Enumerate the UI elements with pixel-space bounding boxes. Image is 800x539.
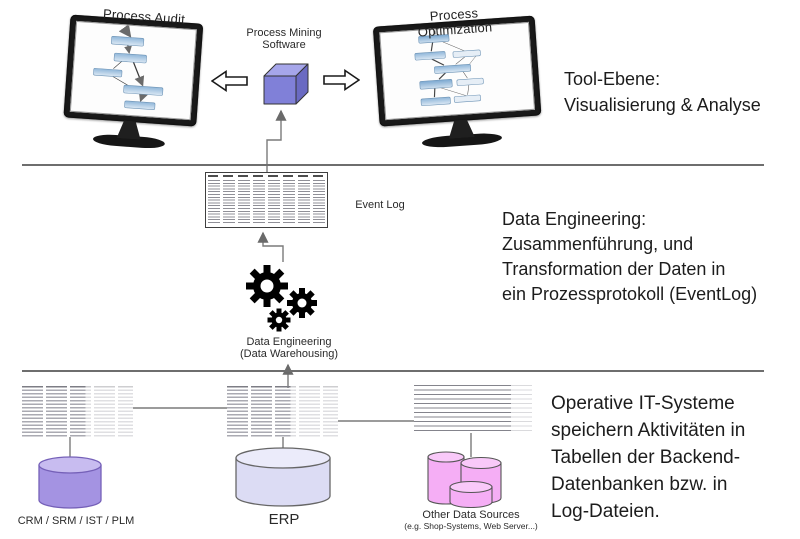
cube-label: Process Mining Software bbox=[246, 27, 322, 51]
erp-label: ERP bbox=[268, 511, 300, 528]
event-log-table-header bbox=[208, 174, 325, 178]
crm-label: CRM / SRM / IST / PLM bbox=[17, 515, 135, 527]
gears-label: Data Engineering (Data Warehousing) bbox=[239, 336, 339, 360]
gear-large bbox=[246, 265, 288, 307]
annotation-line: Visualisierung & Analyse bbox=[564, 95, 761, 115]
arrow-left-icon bbox=[211, 70, 248, 92]
other-sources-label: Other Data Sources (e.g. Shop-Systems, W… bbox=[404, 509, 538, 531]
data-engineering-annotation: Data Engineering: Zusammenführung, und T… bbox=[502, 207, 757, 307]
annotation-line: Operative IT-Systeme bbox=[551, 393, 735, 414]
gears-icon bbox=[246, 265, 317, 332]
process-audit-monitor bbox=[62, 14, 204, 152]
annotation-line: Datenbanken bzw. in bbox=[551, 474, 728, 495]
annotation-line: Data Engineering: bbox=[502, 209, 647, 229]
divider-operative-level bbox=[22, 370, 764, 372]
annotation-line: speichern Aktivitäten in bbox=[551, 420, 746, 441]
monitor-stand-neck bbox=[448, 119, 475, 139]
annotation-line: ein Prozessprotokoll (EventLog) bbox=[502, 284, 758, 304]
erp-database-cylinder-icon bbox=[235, 447, 331, 507]
monitor-bezel bbox=[372, 15, 542, 127]
log-file-text-block bbox=[414, 385, 532, 433]
annotation-line: Tabellen der Backend- bbox=[551, 447, 741, 468]
process-flow-mini-diagram bbox=[93, 23, 164, 110]
monitor-stand-neck bbox=[117, 120, 142, 140]
event-log-table bbox=[205, 172, 328, 228]
arrow-right-icon bbox=[323, 69, 360, 91]
tool-level-annotation: Tool-Ebene: Visualisierung & Analyse bbox=[564, 66, 761, 118]
gear-small bbox=[267, 308, 291, 332]
erp-source-table bbox=[227, 386, 338, 437]
connector-eventlog-to-cube bbox=[266, 109, 287, 172]
process-flow-mini-diagram bbox=[414, 30, 484, 107]
annotation-line: Log-Dateien. bbox=[551, 501, 660, 522]
process-optimization-screen bbox=[379, 21, 536, 121]
gear-medium bbox=[287, 288, 317, 318]
process-mining-cube-icon bbox=[263, 63, 309, 105]
process-optimization-monitor bbox=[372, 15, 543, 152]
other-sources-cylinders-icon bbox=[427, 451, 502, 508]
process-audit-screen bbox=[69, 20, 197, 121]
operative-level-annotation: Operative IT-Systeme speichern Aktivität… bbox=[551, 390, 745, 525]
annotation-line: Tool-Ebene: bbox=[564, 69, 661, 89]
divider-tool-level bbox=[22, 164, 764, 166]
event-log-label: Event Log bbox=[355, 199, 405, 211]
connector-gears-to-eventlog bbox=[257, 231, 284, 262]
annotation-line: Zusammenführung, und bbox=[502, 234, 694, 254]
crm-source-table bbox=[22, 386, 133, 437]
crm-database-cylinder-icon bbox=[38, 456, 102, 509]
annotation-line: Transformation der Daten in bbox=[502, 259, 726, 279]
monitor-bezel bbox=[63, 14, 204, 127]
